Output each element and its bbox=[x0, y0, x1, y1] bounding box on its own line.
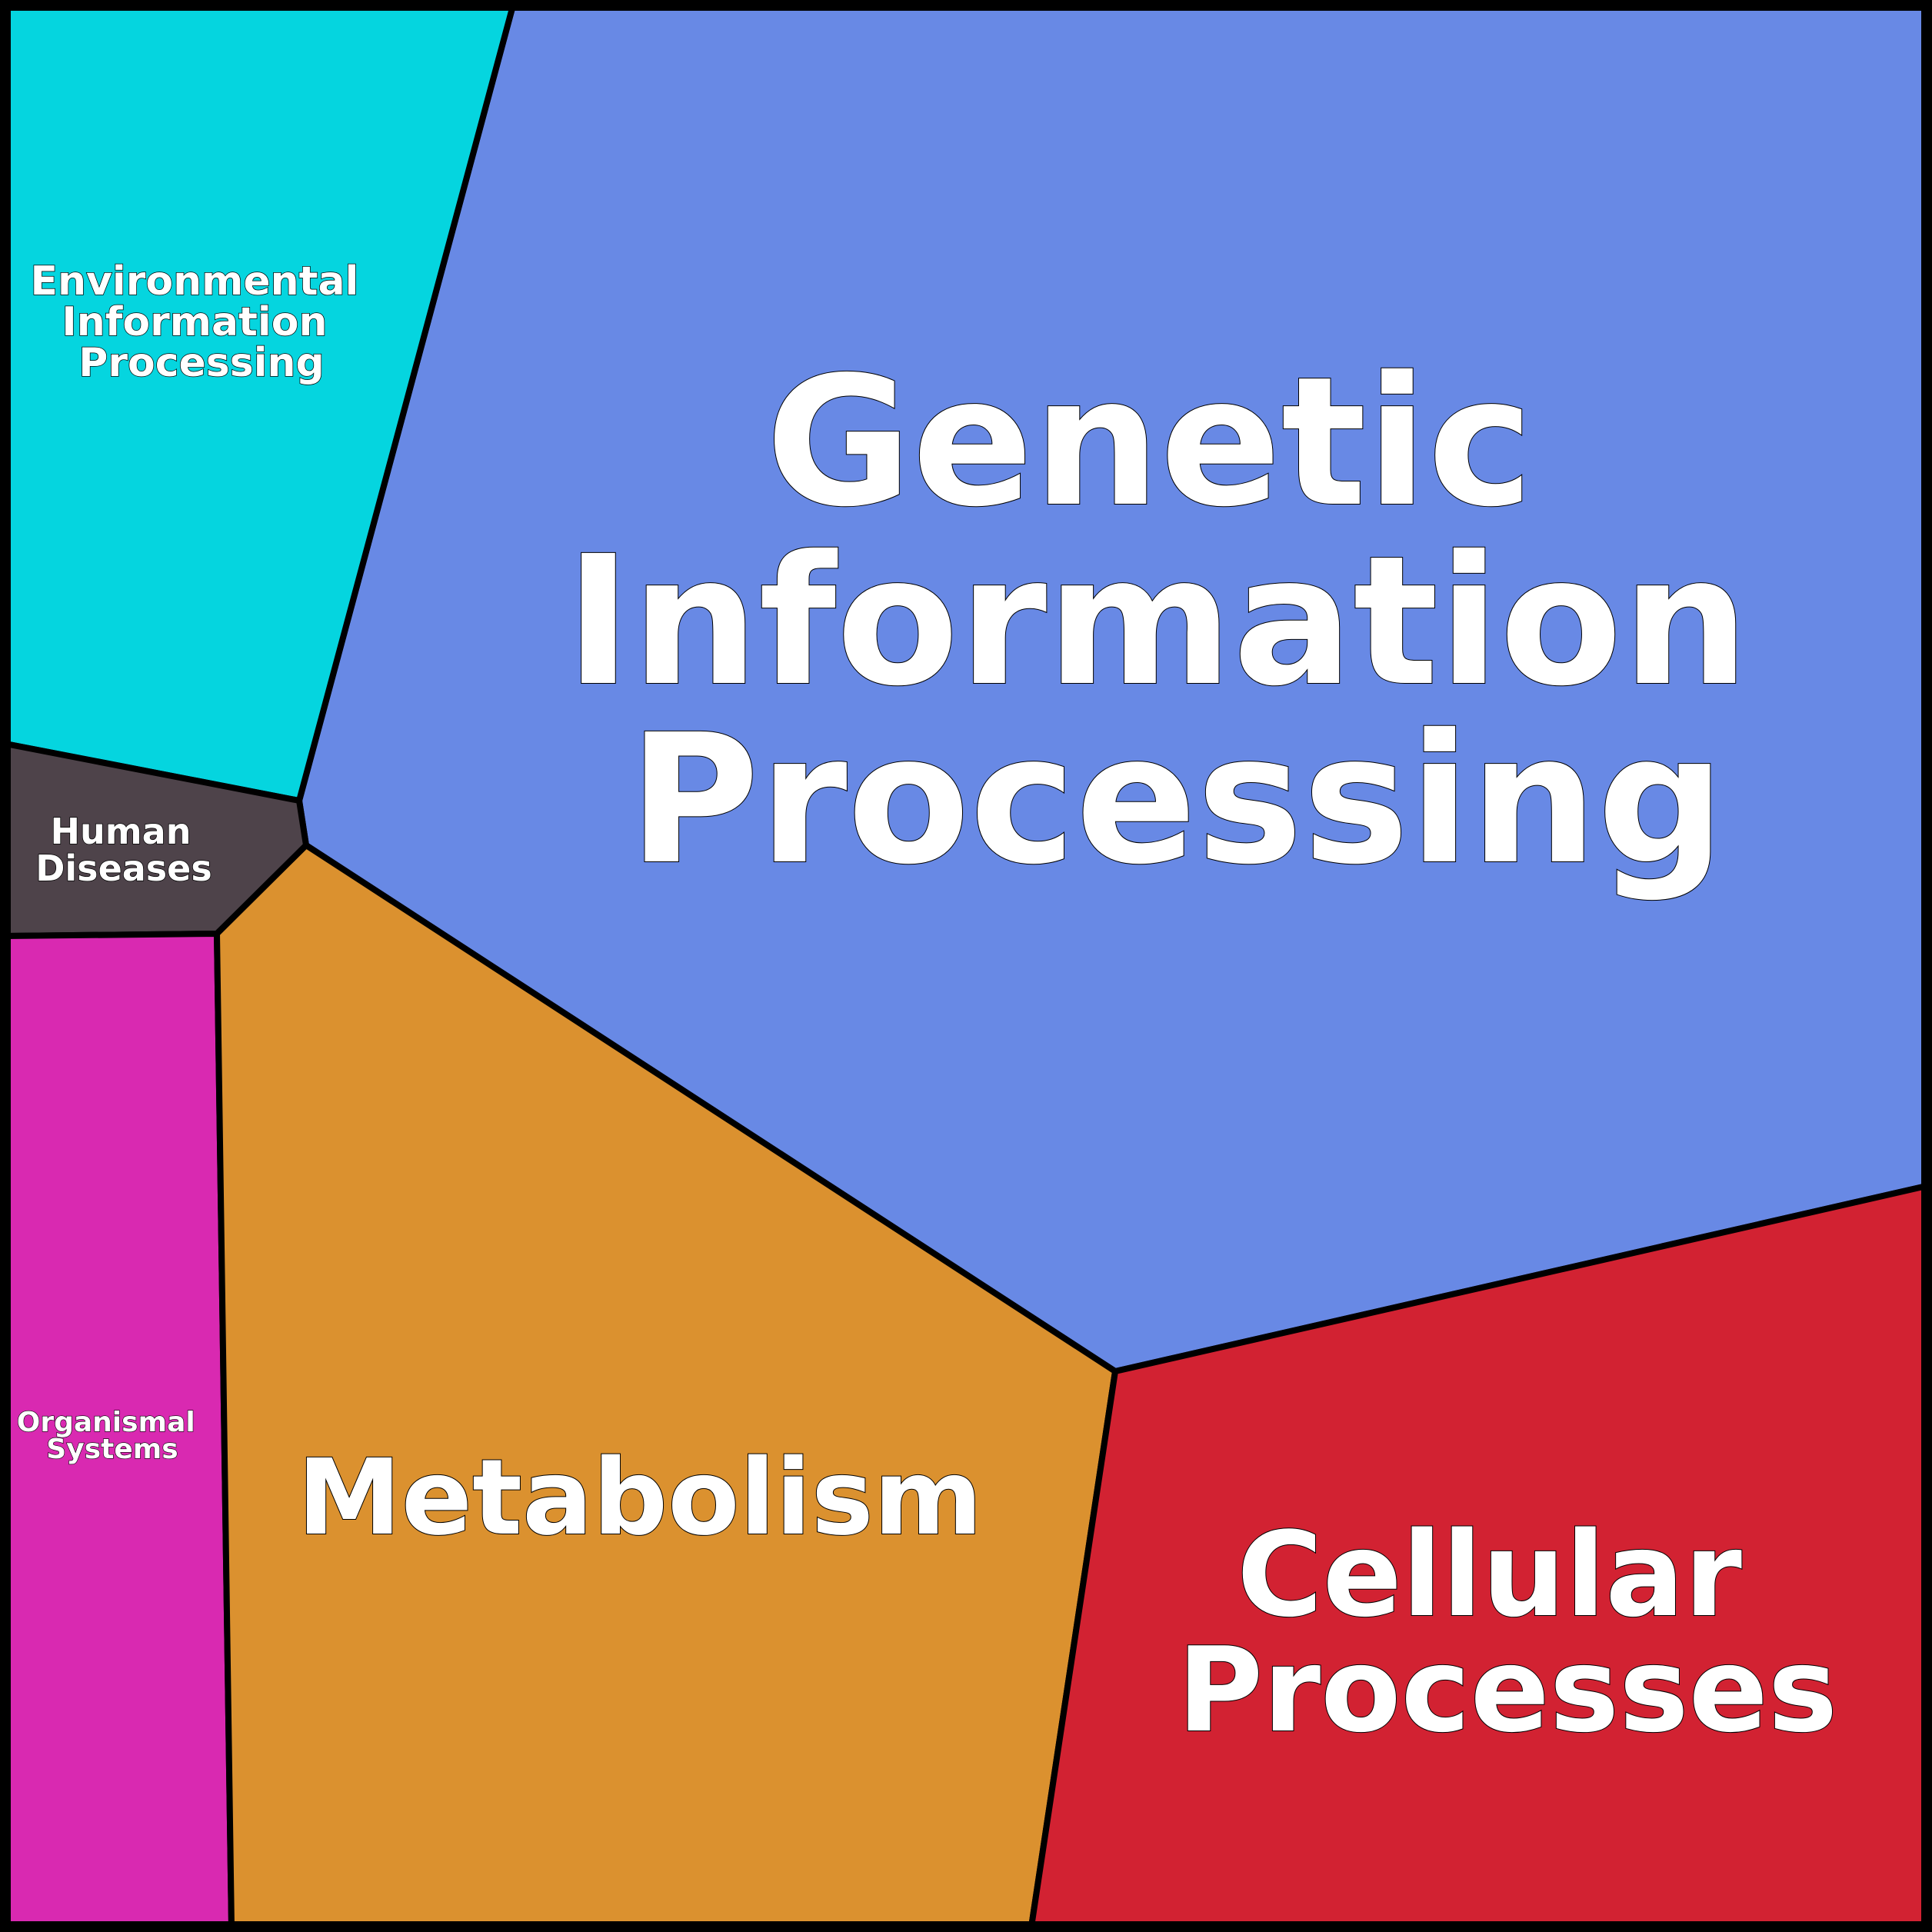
label-cellular-processes: Cellular Processes bbox=[1178, 1507, 1838, 1758]
label-metabolism: Metabolism bbox=[297, 1437, 982, 1559]
label-genetic-information-processing: Genetic Information Processing bbox=[565, 338, 1811, 904]
label-organismal-systems: Organismal Systems bbox=[17, 1407, 205, 1465]
label-human-diseases: Human Diseases bbox=[35, 811, 212, 889]
label-environmental-information-processing: Environmental Information Processing bbox=[30, 258, 372, 386]
